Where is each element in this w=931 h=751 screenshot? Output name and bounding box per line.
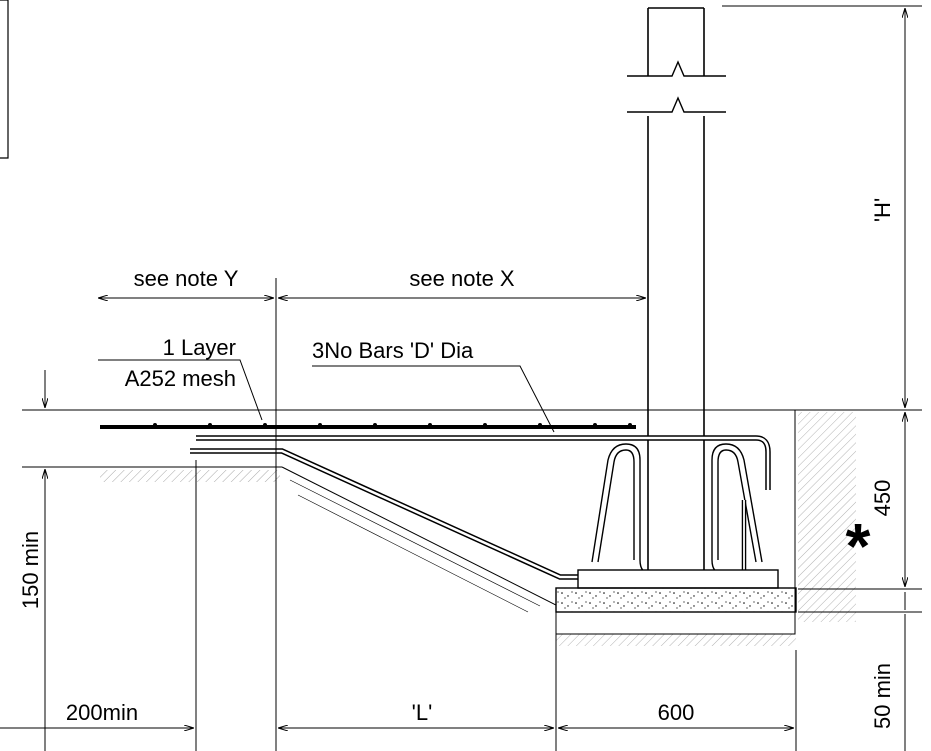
depth-label: 450 bbox=[870, 480, 895, 517]
slab-min-label: 150 min bbox=[18, 531, 43, 609]
column bbox=[627, 7, 726, 578]
note-y-label: see note Y bbox=[134, 266, 239, 291]
frame-fragment bbox=[0, 0, 9, 159]
dimensions bbox=[0, 5, 922, 751]
stirrups bbox=[591, 443, 763, 575]
height-label: 'H' bbox=[870, 198, 895, 222]
bars-label: 3No Bars 'D' Dia bbox=[312, 338, 474, 363]
base-min-label: 50 min bbox=[870, 663, 895, 729]
mesh-label-line2: A252 mesh bbox=[125, 366, 236, 391]
ground bbox=[100, 409, 860, 646]
asterisk-mark: * bbox=[846, 510, 871, 582]
edge-min-label: 200min bbox=[66, 700, 138, 725]
bars-d bbox=[190, 435, 771, 580]
note-x-label: see note X bbox=[409, 266, 515, 291]
base-plate bbox=[577, 569, 779, 589]
a252-mesh bbox=[100, 423, 636, 429]
mesh-label-line1: 1 Layer bbox=[163, 335, 236, 360]
length-label: 'L' bbox=[412, 700, 433, 725]
blinding-concrete bbox=[555, 587, 797, 613]
width-label: 600 bbox=[658, 700, 695, 725]
